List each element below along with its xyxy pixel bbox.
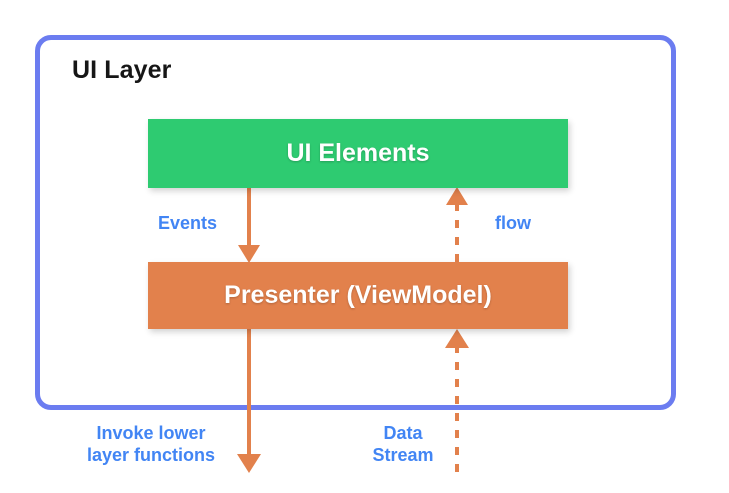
ui-layer-boundary <box>35 35 676 410</box>
ui-layer-title: UI Layer <box>72 56 172 84</box>
connector-label-invoke-lower-layer-functions: Invoke lower layer functions <box>86 423 216 465</box>
block-presenter[interactable]: Presenter (ViewModel) <box>148 262 568 329</box>
connector-label-flow: flow <box>495 213 531 233</box>
connector-label-data-stream: Data Stream <box>372 423 434 465</box>
block-presenter-label: Presenter (ViewModel) <box>224 281 492 309</box>
block-ui-elements[interactable]: UI Elements <box>148 119 568 188</box>
block-ui-elements-label: UI Elements <box>286 139 430 167</box>
connector-label-events: Events <box>158 213 218 233</box>
